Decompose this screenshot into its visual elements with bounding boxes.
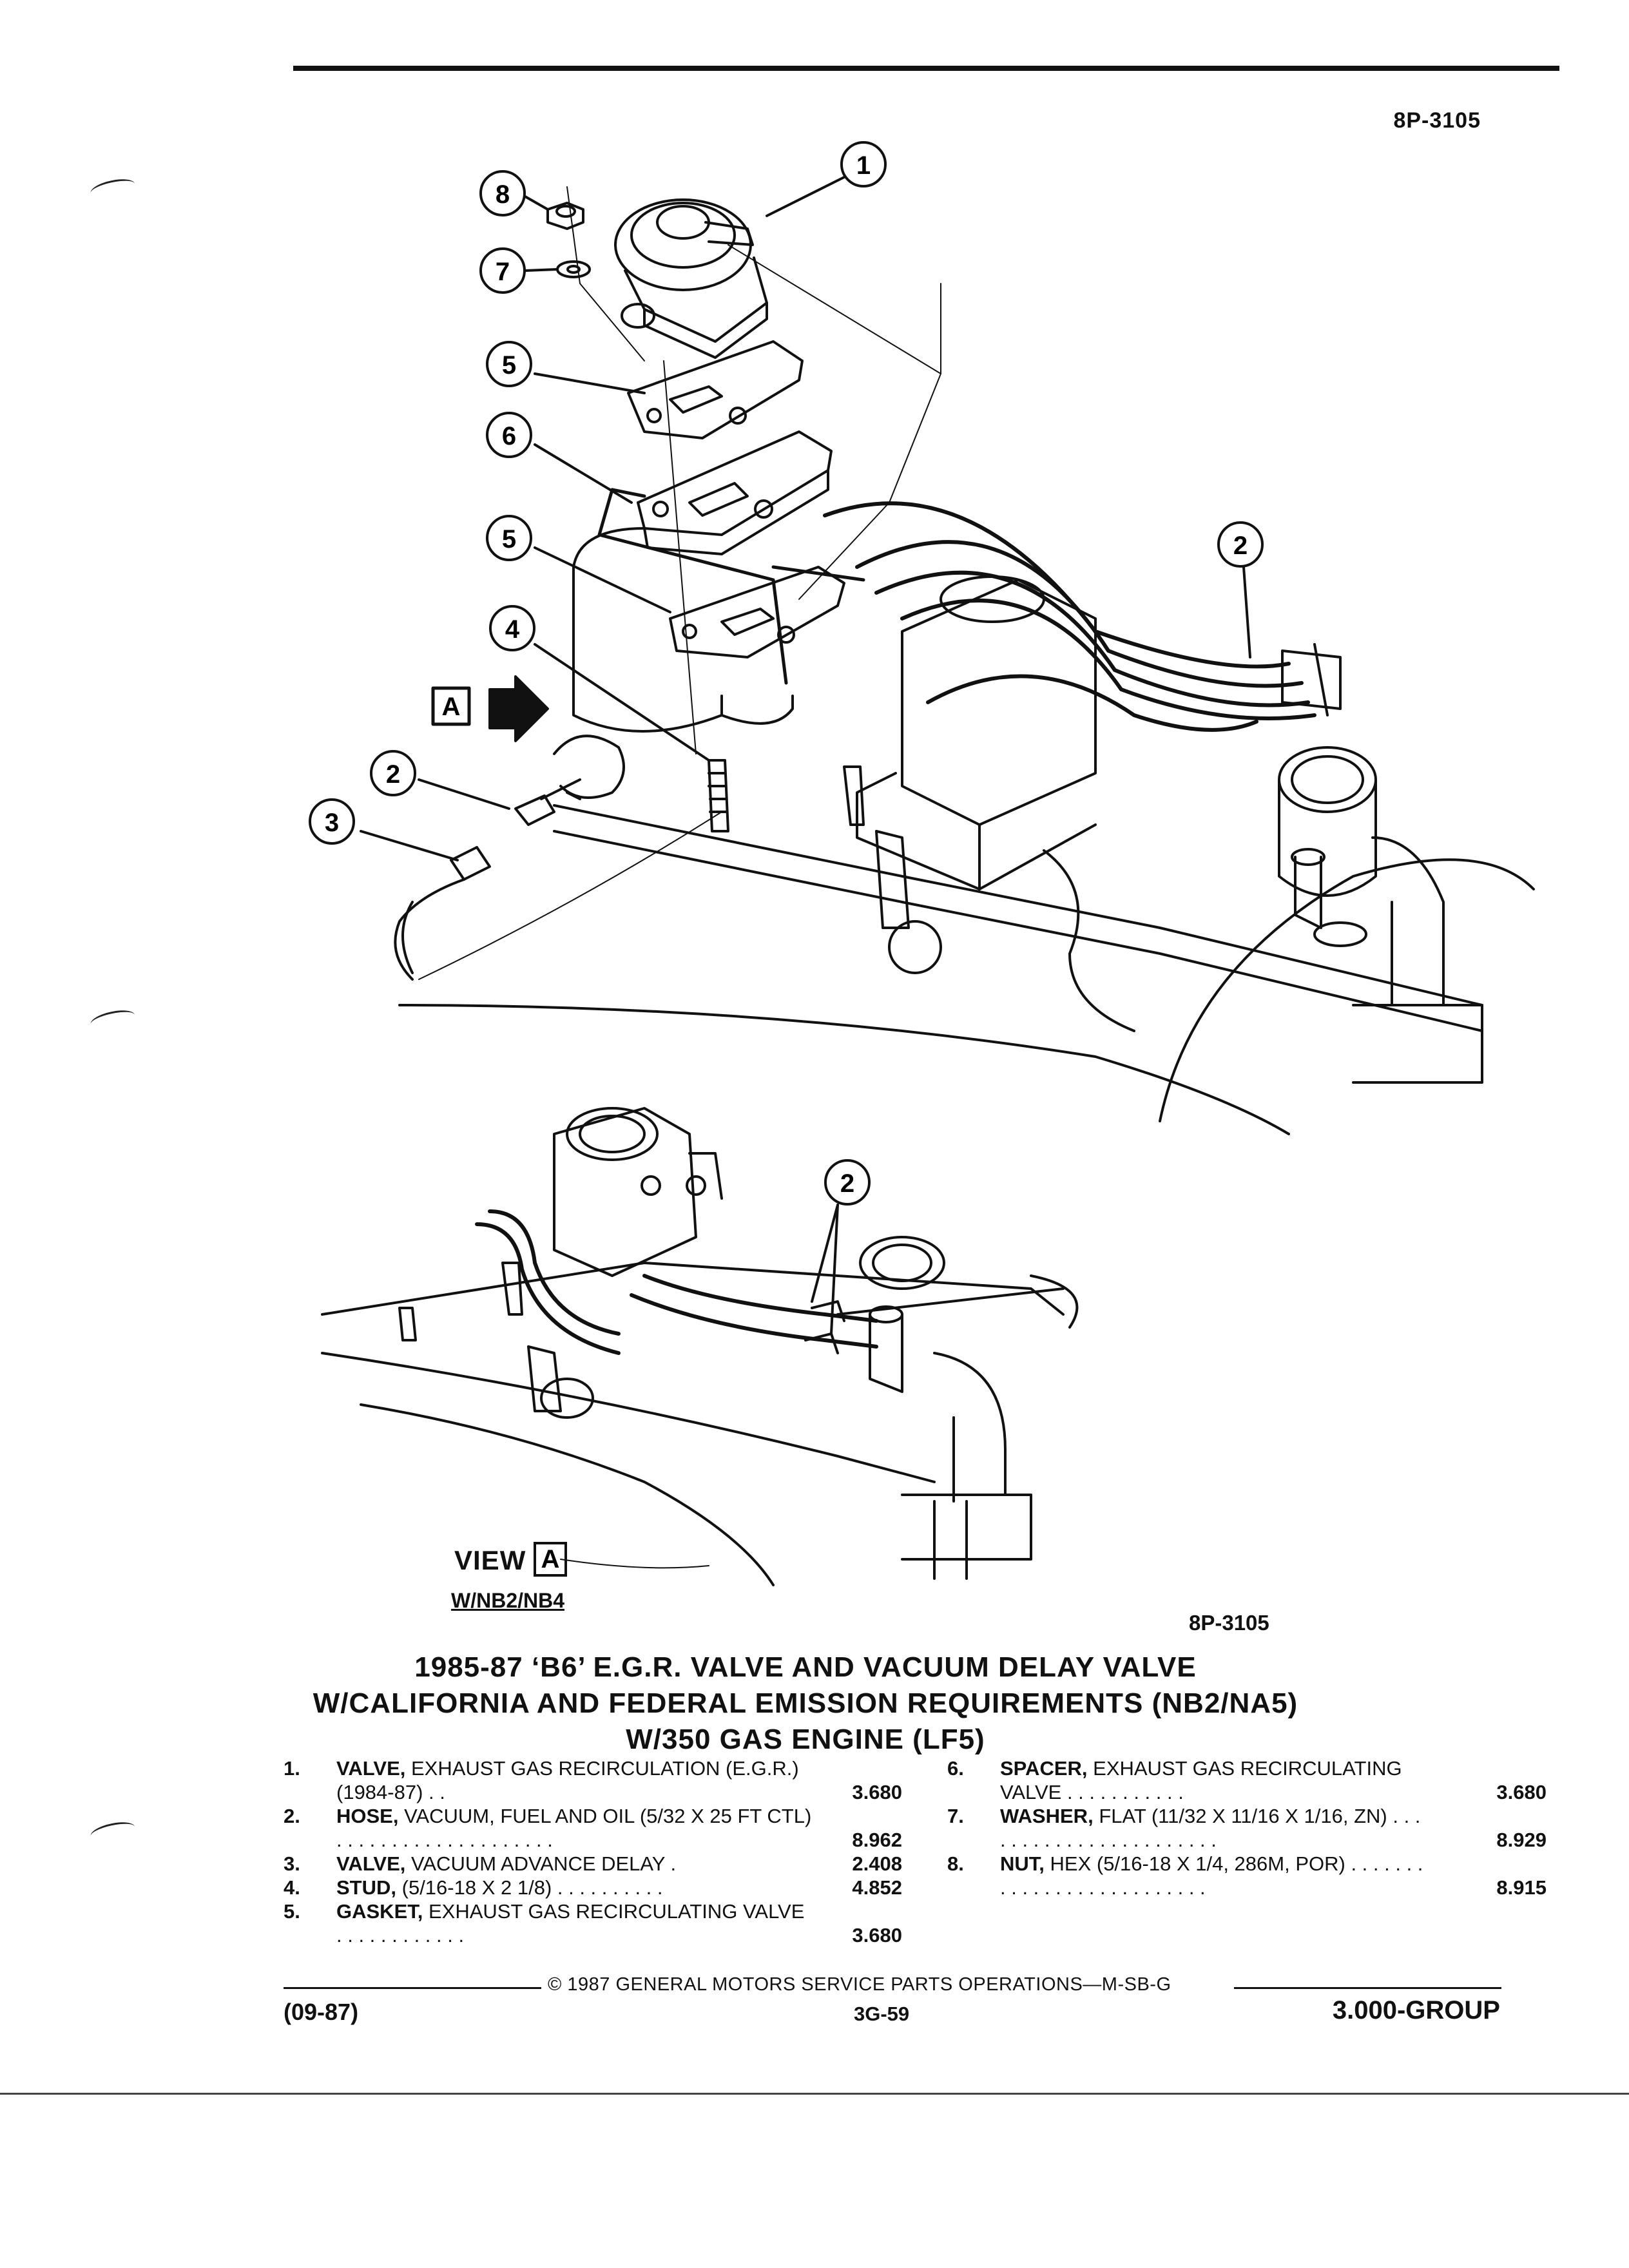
parts-column-left: 1. VALVE, EXHAUST GAS RECIRCULATION (E.G… — [284, 1756, 902, 1947]
bottom-rule — [0, 2093, 1629, 2095]
parts-column-right: 6. SPACER, EXHAUST GAS RECIRCULATING VAL… — [947, 1756, 1547, 1899]
part-item-7: 7. WASHER, FLAT (11/32 X 11/16 X 1/16, Z… — [947, 1805, 1547, 1851]
view-sub-label: W/NB2/NB4 — [451, 1589, 565, 1612]
part-number: 4.852 — [852, 1876, 902, 1899]
svg-text:4: 4 — [505, 615, 520, 644]
washer-part — [556, 260, 591, 278]
svg-text:1: 1 — [856, 151, 871, 180]
hose-fitting-part — [514, 794, 555, 826]
callout-8: 8 — [479, 170, 526, 216]
part-number: 3.680 — [1496, 1781, 1547, 1803]
view-a-marker: A — [442, 693, 461, 721]
view-a-carburetor-part — [553, 1107, 723, 1277]
carburetor-main-part — [856, 575, 1097, 890]
egr-valve-part — [614, 198, 768, 359]
callout-6: 6 — [486, 412, 532, 458]
page-number: 3G-59 — [854, 2003, 910, 2025]
part-number: 8.929 — [1496, 1829, 1547, 1851]
egr-valve-exploded-diagram: 1 2 3 2 4 5 6 5 7 8 A 2 A — [309, 141, 1535, 1586]
part-number: 3.680 — [852, 1924, 902, 1946]
stud-part — [708, 759, 729, 832]
callout-4: 4 — [489, 605, 535, 651]
svg-text:5: 5 — [502, 525, 516, 553]
spacer-part — [637, 430, 833, 555]
header-ref-code: 8P-3105 — [1393, 108, 1481, 133]
svg-text:7: 7 — [496, 258, 510, 286]
part-number: 2.408 — [852, 1852, 902, 1875]
svg-text:2: 2 — [386, 760, 400, 789]
callout-3: 3 — [309, 798, 355, 845]
part-item-3: 3. VALVE, VACUUM ADVANCE DELAY . 2.408 — [284, 1852, 902, 1875]
view-label-box — [534, 1542, 567, 1577]
callout-2: 2 — [370, 750, 416, 796]
svg-text:3: 3 — [325, 809, 339, 837]
callout-1: 1 — [840, 141, 887, 187]
part-item-8: 8. NUT, HEX (5/16-18 X 1/4, 286M, POR) .… — [947, 1852, 1547, 1899]
part-item-2: 2. HOSE, VACUUM, FUEL AND OIL (5/32 X 25… — [284, 1805, 902, 1851]
callout-2: 2 — [1217, 521, 1264, 568]
callout-5: 5 — [486, 515, 532, 561]
gasket-upper-part — [627, 340, 804, 439]
svg-text:5: 5 — [502, 351, 516, 380]
part-number: 8.915 — [1496, 1876, 1547, 1899]
title-line-3: W/350 GAS ENGINE (LF5) — [626, 1724, 985, 1755]
view-label: VIEW — [454, 1545, 526, 1575]
footer-rule-right — [1234, 1987, 1501, 1989]
part-item-4: 4. STUD, (5/16-18 X 2 1/8) . . . . . . .… — [284, 1876, 902, 1899]
binder-mark — [89, 1818, 137, 1845]
callout-5: 5 — [486, 341, 532, 387]
svg-text:2: 2 — [1233, 532, 1248, 560]
gasket-lower-part — [669, 566, 845, 658]
part-item-1: 1. VALVE, EXHAUST GAS RECIRCULATION (E.G… — [284, 1757, 902, 1803]
diagram-ref-code: 8P-3105 — [1189, 1611, 1269, 1635]
date-code: (09-87) — [284, 1999, 359, 2025]
callout-2-view-a: 2 — [824, 1159, 871, 1206]
title-line-1: 1985-87 ‘B6’ E.G.R. VALVE AND VACUUM DEL… — [414, 1651, 1197, 1683]
view-label-letter: A — [541, 1545, 560, 1573]
callout-7: 7 — [479, 247, 526, 294]
svg-text:8: 8 — [496, 180, 510, 209]
part-number: 8.962 — [852, 1829, 902, 1851]
svg-text:2: 2 — [840, 1169, 854, 1198]
page-title: 1985-87 ‘B6’ E.G.R. VALVE AND VACUUM DEL… — [258, 1649, 1353, 1758]
nut-part — [546, 202, 584, 230]
part-item-5: 5. GASKET, EXHAUST GAS RECIRCULATING VAL… — [284, 1900, 902, 1946]
top-rule — [293, 66, 1559, 71]
part-number: 3.680 — [852, 1781, 902, 1803]
footer-rule-left — [284, 1987, 541, 1989]
title-line-2: W/CALIFORNIA AND FEDERAL EMISSION REQUIR… — [313, 1687, 1298, 1719]
part-item-6: 6. SPACER, EXHAUST GAS RECIRCULATING VAL… — [947, 1757, 1547, 1803]
thermostat-housing-part — [1278, 746, 1377, 897]
copyright-notice: © 1987 GENERAL MOTORS SERVICE PARTS OPER… — [548, 1974, 1171, 1995]
group-code: 3.000-GROUP — [1332, 1996, 1500, 2024]
svg-text:6: 6 — [502, 422, 516, 450]
vacuum-delay-valve-part — [540, 735, 625, 800]
vacuum-canister-part — [572, 527, 794, 733]
